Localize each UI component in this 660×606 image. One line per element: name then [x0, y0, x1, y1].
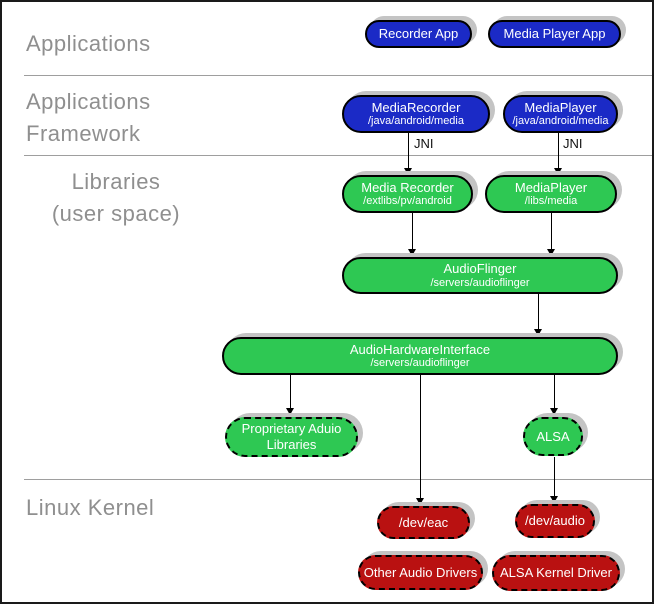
node-other-audio-drivers: Other Audio Drivers — [358, 555, 483, 590]
arrow-ahi-to-proprietary-libraries — [286, 375, 294, 415]
separator-applications-framework — [24, 75, 652, 76]
section-label-applications: Applications — [26, 31, 151, 56]
node-proprietary-audio-libraries-title: Proprietary Aduio Libraries — [241, 421, 342, 452]
node-dev-audio-title: /dev/audio — [525, 513, 585, 529]
arrow-alsa-to-dev-audio — [550, 457, 558, 503]
node-audioflinger-title: AudioFlinger — [443, 261, 517, 277]
node-audiohardwareinterface-title: AudioHardwareInterface — [349, 341, 491, 357]
node-mediarecorder-framework-title: MediaRecorder — [371, 99, 461, 115]
node-media-recorder-lib-path: /extlibs/pv/android — [363, 195, 452, 208]
node-mediaplayer-lib: MediaPlayer /libs/media — [485, 175, 617, 213]
arrow-mediaplayer-to-audioflinger — [547, 212, 555, 256]
separator-framework-libraries — [24, 155, 652, 156]
node-alsa-kernel-driver: ALSA Kernel Driver — [492, 555, 620, 591]
node-mediarecorder-framework-path: /java/android/media — [367, 115, 464, 128]
node-audioflinger: AudioFlinger /servers/audioflinger — [342, 257, 618, 294]
arrow-ahi-to-dev-eac — [416, 375, 424, 505]
separator-libraries-kernel — [24, 479, 652, 480]
node-mediaplayer-framework-title: MediaPlayer — [524, 99, 597, 115]
node-recorder-app: Recorder App — [365, 20, 472, 48]
section-label-linux-kernel: Linux Kernel — [26, 495, 155, 520]
node-dev-eac-title: /dev/eac — [398, 514, 449, 530]
arrow-audioflinger-to-audiohardwareinterface — [534, 294, 542, 336]
node-mediarecorder-framework: MediaRecorder /java/android/media — [342, 95, 490, 133]
node-media-recorder-lib-title: Media Recorder — [361, 179, 454, 195]
node-audiohardwareinterface: AudioHardwareInterface /servers/audiofli… — [222, 337, 618, 375]
arrow-mediarecorder-jni — [404, 133, 412, 175]
node-mediaplayer-lib-path: /libs/media — [524, 195, 578, 208]
node-media-player-app-title: Media Player App — [503, 26, 606, 42]
arrow-mediaplayer-jni — [554, 133, 562, 175]
node-media-player-app: Media Player App — [488, 20, 621, 48]
node-mediaplayer-framework-path: /java/android/media — [512, 115, 609, 128]
node-other-audio-drivers-title: Other Audio Drivers — [363, 564, 478, 580]
node-mediaplayer-framework: MediaPlayer /java/android/media — [503, 95, 618, 133]
node-alsa-kernel-driver-title: ALSA Kernel Driver — [500, 565, 612, 581]
node-recorder-app-title: Recorder App — [378, 26, 459, 42]
node-audiohardwareinterface-path: /servers/audioflinger — [370, 357, 470, 370]
section-label-applications-framework: Applications Framework — [26, 89, 151, 146]
node-media-recorder-lib: Media Recorder /extlibs/pv/android — [342, 175, 473, 213]
node-mediaplayer-lib-title: MediaPlayer — [514, 179, 588, 195]
node-alsa: ALSA — [523, 417, 583, 456]
section-label-libraries: Libraries (user space) — [51, 169, 181, 226]
arrow-mediarecorder-to-audioflinger — [408, 212, 416, 256]
node-audioflinger-path: /servers/audioflinger — [430, 276, 530, 289]
jni-label-right: JNI — [563, 136, 583, 151]
node-alsa-title: ALSA — [536, 428, 570, 444]
node-dev-audio: /dev/audio — [515, 504, 595, 538]
node-dev-eac: /dev/eac — [377, 506, 470, 539]
jni-label-left: JNI — [414, 136, 434, 151]
arrow-ahi-to-alsa — [550, 375, 558, 415]
node-proprietary-audio-libraries: Proprietary Aduio Libraries — [225, 417, 358, 457]
